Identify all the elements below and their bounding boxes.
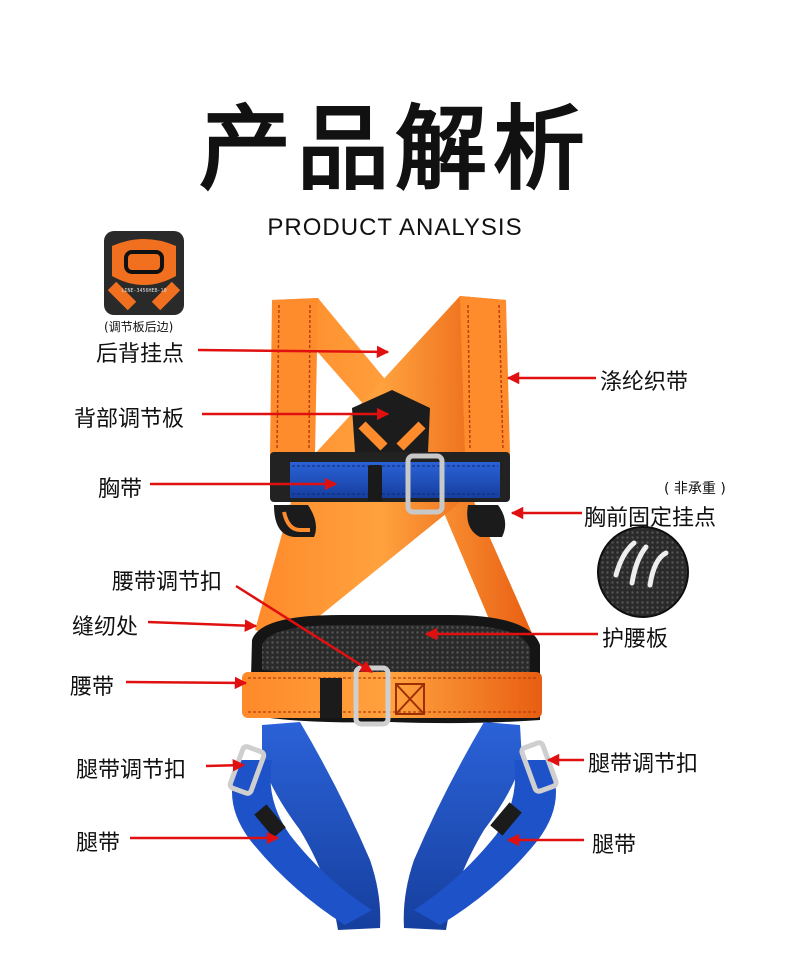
non-load-note: ( 非承重 ) — [664, 481, 726, 497]
back-adjust-plate — [352, 390, 430, 462]
callout-arrows — [125, 345, 598, 847]
label-waist-buckle: 腰带调节扣 — [112, 570, 223, 595]
label-leg-buckle-right: 腿带调节扣 — [588, 752, 699, 777]
page-title: 产品解析 — [198, 96, 591, 203]
thumbnail-label: LINE-3456HEB-10 — [121, 288, 166, 294]
label-back-hook: 后背挂点 — [96, 342, 185, 367]
arrow-leg-buckle-left — [205, 759, 246, 772]
label-leg-strap-left: 腿带 — [76, 831, 121, 856]
arrow-back-hook — [197, 345, 390, 359]
label-leg-strap-right: 腿带 — [592, 833, 637, 858]
back-adjust-note: (调节板后边) — [104, 320, 174, 334]
label-leg-buckle-left: 腿带调节扣 — [76, 758, 187, 783]
waist-belt — [242, 665, 542, 727]
page-subtitle: PRODUCT ANALYSIS — [267, 214, 523, 241]
label-polyester-webbing: 涤纶织带 — [600, 370, 689, 395]
leg-straps — [227, 722, 559, 930]
waist-pad-closeup — [597, 526, 689, 618]
back-plate-thumbnail: LINE-3456HEB-10 — [104, 231, 184, 315]
label-waist-pad: 护腰板 — [602, 627, 669, 652]
label-chest-strap: 胸带 — [98, 477, 143, 502]
arrow-stitching — [147, 619, 258, 632]
label-waist-belt: 腰带 — [70, 675, 115, 700]
label-chest-front-point: 胸前固定挂点 — [584, 506, 717, 531]
arrow-waist-belt — [125, 676, 248, 690]
label-stitching: 缝纫处 — [72, 615, 139, 640]
label-back-adjust-plate: 背部调节板 — [74, 407, 185, 432]
arrow-waist-buckle — [235, 584, 374, 674]
